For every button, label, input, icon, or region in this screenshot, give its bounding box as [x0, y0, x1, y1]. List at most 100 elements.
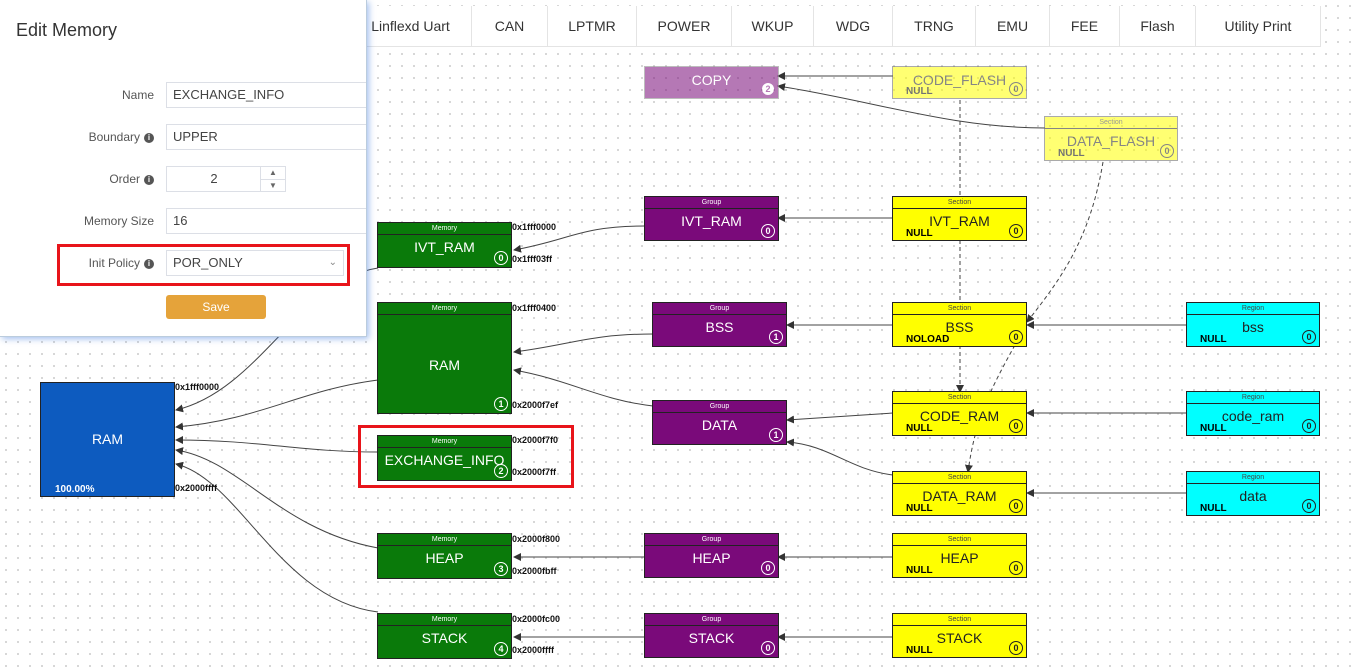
- tab-wdg[interactable]: WDG: [814, 6, 893, 46]
- group-node-bss[interactable]: Group BSS 1: [652, 302, 787, 347]
- region-node-bss[interactable]: Region bss NULL 0: [1186, 302, 1320, 347]
- null-tag: NULL: [906, 645, 933, 656]
- boundary-input[interactable]: UPPER: [166, 124, 366, 150]
- tab-trng[interactable]: TRNG: [893, 6, 976, 46]
- node-name: bss: [1242, 319, 1264, 335]
- node-name: HEAP: [940, 550, 979, 566]
- order-badge: 0: [1009, 641, 1023, 655]
- chevron-down-icon[interactable]: ▼: [269, 181, 277, 190]
- memory-node-ram[interactable]: Memory RAM 1: [377, 302, 512, 414]
- tab-linflexd-uart[interactable]: Linflexd Uart: [350, 6, 472, 46]
- order-badge: 1: [769, 428, 783, 442]
- link-grp-bss: [513, 333, 654, 356]
- node-name: IVT_RAM: [929, 213, 990, 229]
- node-name: STACK: [688, 630, 735, 646]
- link-ram-memory: [175, 379, 379, 431]
- tab-utility-print[interactable]: Utility Print: [1196, 6, 1321, 46]
- ram-mem-start: 0x1fff0400: [512, 303, 557, 313]
- tab-wkup[interactable]: WKUP: [732, 6, 814, 46]
- tab-lptmr[interactable]: LPTMR: [548, 6, 637, 46]
- section-node-stack[interactable]: Section STACK NULL 0: [892, 613, 1027, 658]
- tab-can[interactable]: CAN: [472, 6, 548, 46]
- memory-node-stack[interactable]: Memory STACK 4: [377, 613, 512, 659]
- node-name: STACK: [936, 630, 983, 646]
- node-name: code_ram: [1221, 408, 1285, 424]
- noload-tag: NOLOAD: [906, 334, 950, 345]
- order-badge: 0: [1009, 561, 1023, 575]
- node-type-label: Section: [893, 303, 1026, 315]
- chevron-down-icon: ⌄: [328, 257, 337, 268]
- node-name: CODE_RAM: [919, 408, 1000, 424]
- region-node-code-ram[interactable]: Region code_ram NULL 0: [1186, 391, 1320, 436]
- tab-flash[interactable]: Flash: [1120, 6, 1196, 46]
- node-name: CODE_FLASH: [912, 72, 1007, 88]
- group-node-heap[interactable]: Group HEAP 0: [644, 533, 779, 578]
- tab-fee[interactable]: FEE: [1050, 6, 1120, 46]
- section-node-data-ram[interactable]: Section DATA_RAM NULL 0: [892, 471, 1027, 516]
- node-type-label: Memory: [378, 534, 511, 546]
- node-type-label: Section: [893, 534, 1026, 546]
- tab-power[interactable]: POWER: [637, 6, 732, 46]
- group-node-data[interactable]: Group DATA 1: [652, 400, 787, 445]
- null-tag: NULL: [906, 565, 933, 576]
- link-heap: [175, 447, 379, 549]
- link-sec-coderam: [786, 412, 894, 424]
- save-button[interactable]: Save: [166, 295, 266, 319]
- chevron-up-icon[interactable]: ▲: [261, 167, 285, 180]
- section-node-heap[interactable]: Section HEAP NULL 0: [892, 533, 1027, 578]
- node-type-label: Memory: [378, 614, 511, 626]
- order-badge: 0: [761, 641, 775, 655]
- memory-size-input[interactable]: 16: [166, 208, 366, 234]
- order-stepper[interactable]: 2 ▲ ▼: [166, 166, 286, 192]
- tab-emu[interactable]: EMU: [976, 6, 1050, 46]
- module-tab-bar: Linflexd Uart CAN LPTMR POWER WKUP WDG T…: [350, 6, 1321, 47]
- init-policy-select[interactable]: POR_ONLY ⌄: [166, 250, 344, 276]
- info-icon[interactable]: i: [144, 259, 154, 269]
- node-type-label: Region: [1187, 392, 1319, 404]
- null-tag: NULL: [1200, 423, 1227, 434]
- node-name: BSS: [945, 319, 974, 335]
- group-node-stack[interactable]: Group STACK 0: [644, 613, 779, 658]
- heap-end: 0x2000fbff: [512, 566, 557, 576]
- memory-node-ivt-ram[interactable]: Memory IVT_RAM 0: [377, 222, 512, 268]
- node-name: RAM: [428, 357, 461, 373]
- order-badge: 0: [1302, 499, 1316, 513]
- order-badge: 0: [494, 251, 508, 265]
- link-dashed-dataflash-bss: [1026, 161, 1104, 323]
- node-name: BSS: [705, 319, 734, 335]
- group-node-copy[interactable]: COPY 2: [644, 66, 779, 99]
- section-node-data-flash[interactable]: Section DATA_FLASH NULL 0: [1044, 116, 1178, 161]
- info-icon[interactable]: i: [144, 175, 154, 185]
- node-name: DATA_RAM: [922, 488, 997, 504]
- node-name: DATA_FLASH: [1066, 133, 1156, 149]
- exchange-end: 0x2000f7ff: [512, 467, 557, 477]
- region-node-data[interactable]: Region data NULL 0: [1186, 471, 1320, 516]
- init-policy-value: POR_ONLY: [173, 255, 243, 270]
- order-badge: 0: [1009, 330, 1023, 344]
- ram-block[interactable]: RAM 100.00%: [40, 382, 175, 497]
- order-badge: 1: [494, 397, 508, 411]
- node-type-label: Region: [1187, 472, 1319, 484]
- section-node-ivt-ram[interactable]: Section IVT_RAM NULL 0: [892, 196, 1027, 241]
- node-type-label: Memory: [378, 436, 511, 448]
- node-name: COPY: [691, 72, 732, 88]
- node-type-label: Group: [645, 614, 778, 626]
- node-type-label: Region: [1187, 303, 1319, 315]
- order-value[interactable]: 2: [210, 171, 218, 186]
- name-input[interactable]: EXCHANGE_INFO: [166, 82, 366, 108]
- section-node-code-ram[interactable]: Section CODE_RAM NULL 0: [892, 391, 1027, 436]
- info-icon[interactable]: i: [144, 133, 154, 143]
- node-type-label: Section: [893, 392, 1026, 404]
- section-node-code-flash[interactable]: CODE_FLASH NULL 0: [892, 66, 1027, 99]
- group-node-ivt-ram[interactable]: Group IVT_RAM 0: [644, 196, 779, 241]
- memory-node-heap[interactable]: Memory HEAP 3: [377, 533, 512, 579]
- order-badge: 0: [1009, 419, 1023, 433]
- order-badge: 0: [761, 561, 775, 575]
- section-node-bss[interactable]: Section BSS NOLOAD 0: [892, 302, 1027, 347]
- link-dashed-bss-dataram: [964, 344, 1016, 473]
- memory-node-exchange-info[interactable]: Memory EXCHANGE_INFO 2: [377, 435, 512, 481]
- null-tag: NULL: [906, 86, 933, 97]
